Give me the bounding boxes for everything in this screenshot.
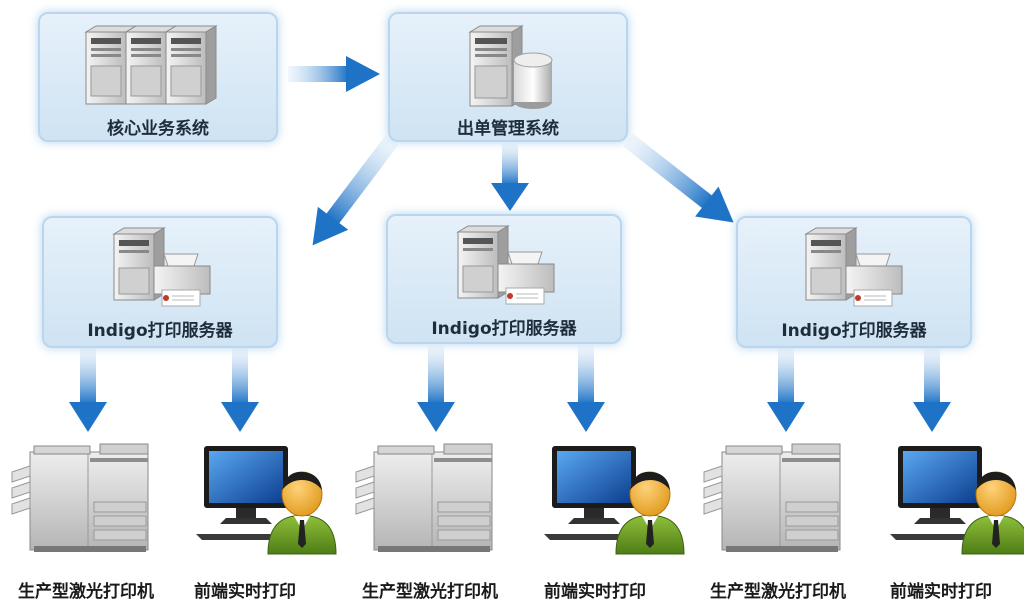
print-server-label-3: Indigo打印服务器 bbox=[781, 321, 927, 341]
endpoint-label-1: 生产型激光打印机 bbox=[18, 582, 154, 602]
production-laser-printer-icon-3 bbox=[703, 443, 841, 552]
endpoint-label-4: 前端实时打印 bbox=[544, 582, 646, 602]
workstation-user-icon-2 bbox=[544, 446, 685, 555]
print-server-icon-1 bbox=[112, 227, 211, 307]
arrow-billing-to-server-1 bbox=[312, 135, 399, 246]
arrow-server3-to-workstation bbox=[913, 348, 951, 432]
arrow-billing-to-server-3 bbox=[623, 133, 734, 223]
arrow-core-to-billing bbox=[288, 56, 380, 92]
arrow-server2-to-printer bbox=[417, 346, 455, 432]
arrow-server1-to-printer bbox=[69, 348, 107, 432]
arrow-billing-to-server-2 bbox=[491, 143, 529, 211]
server-rack-icon bbox=[84, 25, 218, 105]
server-database-icon bbox=[468, 25, 553, 109]
endpoint-label-6: 前端实时打印 bbox=[890, 582, 992, 602]
workstation-user-icon-1 bbox=[196, 446, 337, 555]
print-server-icon-3 bbox=[804, 227, 903, 307]
production-laser-printer-icon-2 bbox=[355, 443, 493, 552]
arrow-server3-to-printer bbox=[767, 348, 805, 432]
arrow-server1-to-workstation bbox=[221, 348, 259, 432]
print-server-icon-2 bbox=[456, 225, 555, 305]
workstation-user-icon-3 bbox=[890, 446, 1024, 555]
endpoint-label-5: 生产型激光打印机 bbox=[710, 582, 846, 602]
core-system-label: 核心业务系统 bbox=[107, 119, 209, 139]
endpoint-label-3: 生产型激光打印机 bbox=[362, 582, 498, 602]
print-server-label-2: Indigo打印服务器 bbox=[431, 319, 577, 339]
print-server-label-1: Indigo打印服务器 bbox=[87, 321, 233, 341]
billing-system-label: 出单管理系统 bbox=[457, 119, 559, 139]
endpoint-label-2: 前端实时打印 bbox=[194, 582, 296, 602]
arrow-server2-to-workstation bbox=[567, 346, 605, 432]
production-laser-printer-icon-1 bbox=[11, 443, 149, 552]
